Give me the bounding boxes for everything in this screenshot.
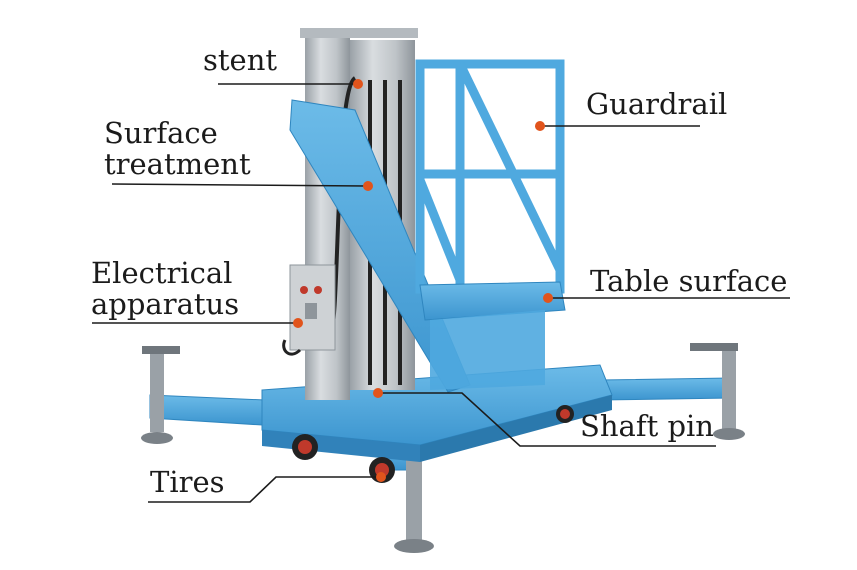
label-shaft-pin: Shaft pin xyxy=(580,409,714,443)
dot-shaft-pin xyxy=(373,388,383,398)
machine-illustration xyxy=(141,28,745,553)
dot-surface-treatment xyxy=(363,181,373,191)
dot-guardrail xyxy=(535,121,545,131)
dot-electrical xyxy=(293,318,303,328)
dot-stent xyxy=(353,79,363,89)
label-guardrail: Guardrail xyxy=(586,87,728,121)
label-table-surface: Table surface xyxy=(590,264,788,298)
leader-shaft-pin xyxy=(378,392,716,447)
leveling-jacks xyxy=(141,343,745,553)
electrical-box xyxy=(282,264,336,356)
platform-floor xyxy=(419,281,566,390)
label-stent: stent xyxy=(203,43,278,77)
leader-tires xyxy=(148,476,380,503)
leader-lines xyxy=(92,83,790,503)
label-electrical-line2: apparatus xyxy=(91,287,240,321)
dot-table-surface xyxy=(543,293,553,303)
indicator-dots xyxy=(293,79,553,482)
label-tires: Tires xyxy=(150,465,225,499)
platform-basket xyxy=(415,59,565,294)
wheels xyxy=(292,405,574,483)
label-surface-line1: Surface xyxy=(104,116,218,150)
leader-surface-treatment xyxy=(111,183,367,187)
label-surface-line2: treatment xyxy=(104,147,251,181)
label-electrical-line1: Electrical xyxy=(91,256,233,290)
dot-tires xyxy=(376,472,386,482)
